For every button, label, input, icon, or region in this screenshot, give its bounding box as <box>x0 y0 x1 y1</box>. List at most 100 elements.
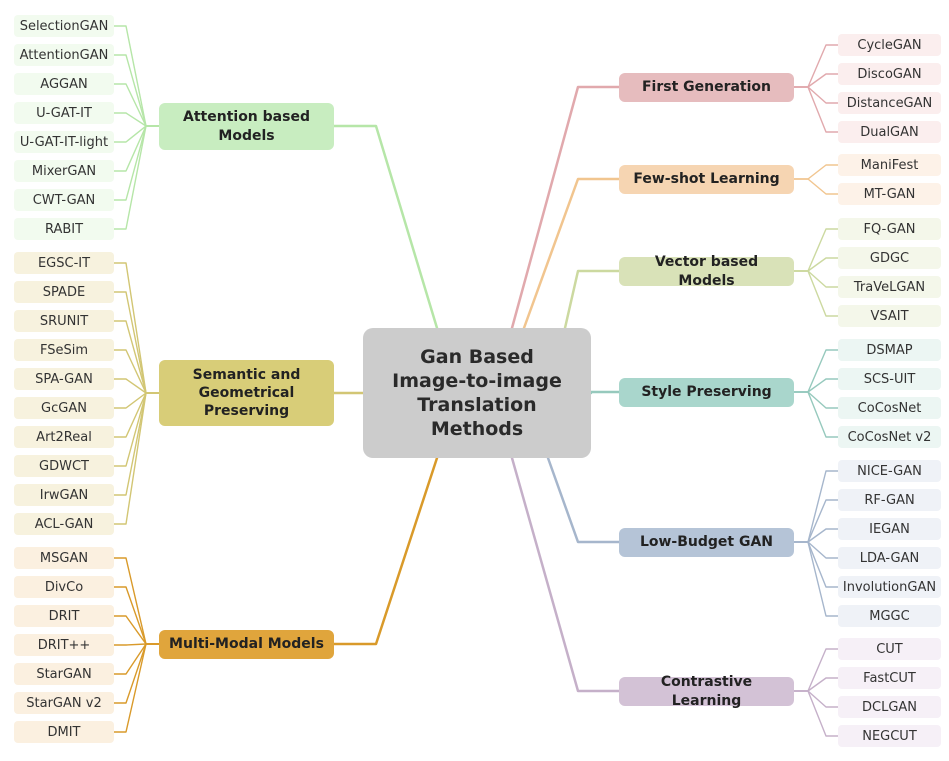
leaf-semantic-5: GcGAN <box>14 397 114 419</box>
connector <box>113 392 160 409</box>
leaf-attention-5: MixerGAN <box>14 160 114 182</box>
leaf-contrastive-1: FastCUT <box>838 667 941 689</box>
leaf-semantic-2: SRUNIT <box>14 310 114 332</box>
leaf-lowbudget-4: InvolutionGAN <box>838 576 941 598</box>
connector <box>510 85 621 330</box>
category-vector: Vector based Models <box>619 254 794 289</box>
connector <box>522 177 621 330</box>
leaf-first-3: DualGAN <box>838 121 941 143</box>
connector <box>793 86 839 104</box>
leaf-attention-6: CWT-GAN <box>14 189 114 211</box>
category-few-shot-label: Few-shot Learning <box>633 171 780 188</box>
leaf-multimodal-5: StarGAN v2 <box>14 692 114 714</box>
leaf-lowbudget-1: RF-GAN <box>838 489 941 511</box>
connector <box>332 124 439 330</box>
leaf-style-2: CoCosNet <box>838 397 941 419</box>
connector <box>113 125 160 143</box>
leaf-semantic-4: SPA-GAN <box>14 368 114 390</box>
leaf-lowbudget-0: NICE-GAN <box>838 460 941 482</box>
connector <box>793 257 839 272</box>
connector <box>793 541 839 617</box>
leaf-vector-1: GDGC <box>838 247 941 269</box>
connector <box>793 690 839 708</box>
connector <box>113 643 160 675</box>
leaf-attention-7: RABIT <box>14 218 114 240</box>
connector <box>113 291 160 394</box>
connector <box>113 125 160 201</box>
connector <box>113 125 160 230</box>
category-first-generation-label: First Generation <box>641 79 772 96</box>
connector <box>793 73 839 88</box>
connector <box>793 164 839 180</box>
central-topic: Gan Based Image-to-image Translation Met… <box>363 328 591 458</box>
category-contrastive-label: Contrastive Learning <box>660 674 753 709</box>
category-low-budget: Low-Budget GAN <box>619 528 794 557</box>
leaf-contrastive-3: NEGCUT <box>838 725 941 747</box>
category-low-budget-label: Low-Budget GAN <box>639 534 774 551</box>
leaf-attention-2: AGGAN <box>14 73 114 95</box>
category-few-shot: Few-shot Learning <box>619 165 794 194</box>
category-vector-label: Vector based Models <box>654 254 759 289</box>
connector <box>113 615 160 645</box>
leaf-multimodal-4: StarGAN <box>14 663 114 685</box>
leaf-style-0: DSMAP <box>838 339 941 361</box>
connector <box>793 391 839 438</box>
connector <box>332 456 439 646</box>
leaf-multimodal-1: DivCo <box>14 576 114 598</box>
connector <box>793 470 839 543</box>
leaf-lowbudget-5: MGGC <box>838 605 941 627</box>
leaf-attention-1: AttentionGAN <box>14 44 114 66</box>
leaf-fewshot-1: MT-GAN <box>838 183 941 205</box>
connector <box>793 270 839 288</box>
leaf-semantic-3: FSeSim <box>14 339 114 361</box>
leaf-lowbudget-3: LDA-GAN <box>838 547 941 569</box>
leaf-semantic-1: SPADE <box>14 281 114 303</box>
connector <box>113 392 160 525</box>
leaf-semantic-9: ACL-GAN <box>14 513 114 535</box>
leaf-contrastive-0: CUT <box>838 638 941 660</box>
leaf-attention-4: U-GAT-IT-light <box>14 131 114 153</box>
leaf-lowbudget-2: IEGAN <box>838 518 941 540</box>
leaf-first-0: CycleGAN <box>838 34 941 56</box>
connector <box>793 378 839 393</box>
leaf-multimodal-6: DMIT <box>14 721 114 743</box>
connector <box>510 456 621 693</box>
leaf-style-1: SCS-UIT <box>838 368 941 390</box>
connector <box>793 178 839 195</box>
connector <box>113 378 160 394</box>
leaf-attention-3: U-GAT-IT <box>14 102 114 124</box>
category-first-generation: First Generation <box>619 73 794 102</box>
connector <box>793 677 839 692</box>
leaf-vector-3: VSAIT <box>838 305 941 327</box>
leaf-attention-0: SelectionGAN <box>14 15 114 37</box>
leaf-semantic-0: EGSC-IT <box>14 252 114 274</box>
leaf-semantic-6: Art2Real <box>14 426 114 448</box>
leaf-multimodal-0: MSGAN <box>14 547 114 569</box>
category-contrastive: Contrastive Learning <box>619 674 794 709</box>
leaf-style-3: CoCosNet v2 <box>838 426 941 448</box>
category-attention: Attention based Models <box>159 103 334 150</box>
connector <box>793 690 839 737</box>
leaf-vector-0: FQ-GAN <box>838 218 941 240</box>
central-topic-label: Gan Based Image-to-image Translation Met… <box>392 345 562 441</box>
connector <box>113 54 160 127</box>
leaf-multimodal-2: DRIT <box>14 605 114 627</box>
connector <box>113 112 160 127</box>
connector <box>793 391 839 409</box>
leaf-semantic-8: IrwGAN <box>14 484 114 506</box>
connector <box>793 86 839 133</box>
category-style: Style Preserving <box>619 378 794 407</box>
connector <box>113 643 160 733</box>
leaf-first-2: DistanceGAN <box>838 92 941 114</box>
connector <box>546 456 621 544</box>
leaf-multimodal-3: DRIT++ <box>14 634 114 656</box>
category-multimodal: Multi-Modal Models <box>159 630 334 659</box>
connector <box>113 25 160 127</box>
leaf-fewshot-0: ManiFest <box>838 154 941 176</box>
category-style-label: Style Preserving <box>641 384 772 401</box>
connector <box>793 270 839 317</box>
category-semantic: Semantic and Geometrical Preserving <box>159 360 334 426</box>
connector <box>793 528 839 543</box>
